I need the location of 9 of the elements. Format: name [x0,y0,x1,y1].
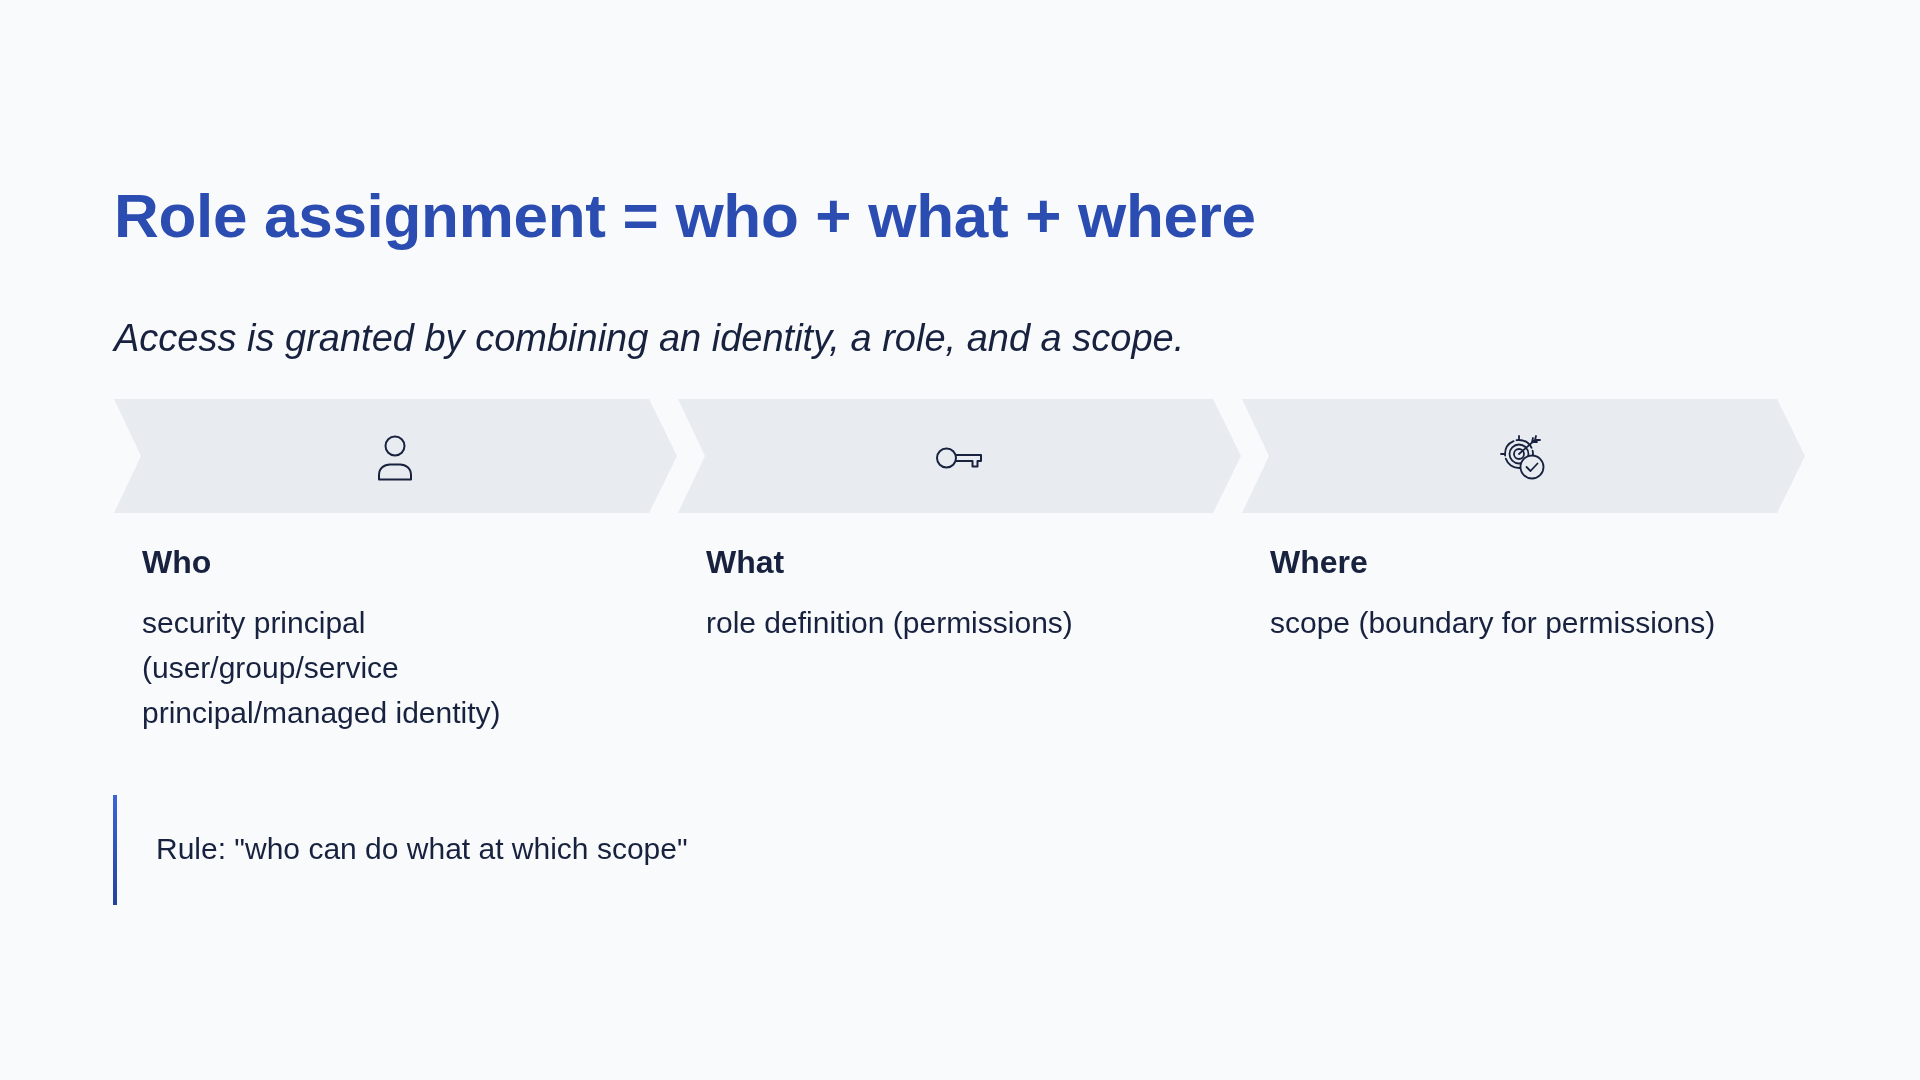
step-heading: Where [1270,544,1368,581]
step-description: scope (boundary for permissions) [1270,605,1717,641]
step-heading: Who [142,544,212,581]
title: Role assignment = who + what + where [114,180,1256,251]
step-description: security principal (user/group/service principal/managed identity) [142,605,502,731]
step-description: role definition (permissions) [706,605,1074,641]
subtitle: Access is granted by combining an identity, a role, and a scope. [114,317,1185,360]
step-heading: What [706,544,785,581]
rule-note: Rule: "who can do what at which scope" [156,832,688,866]
